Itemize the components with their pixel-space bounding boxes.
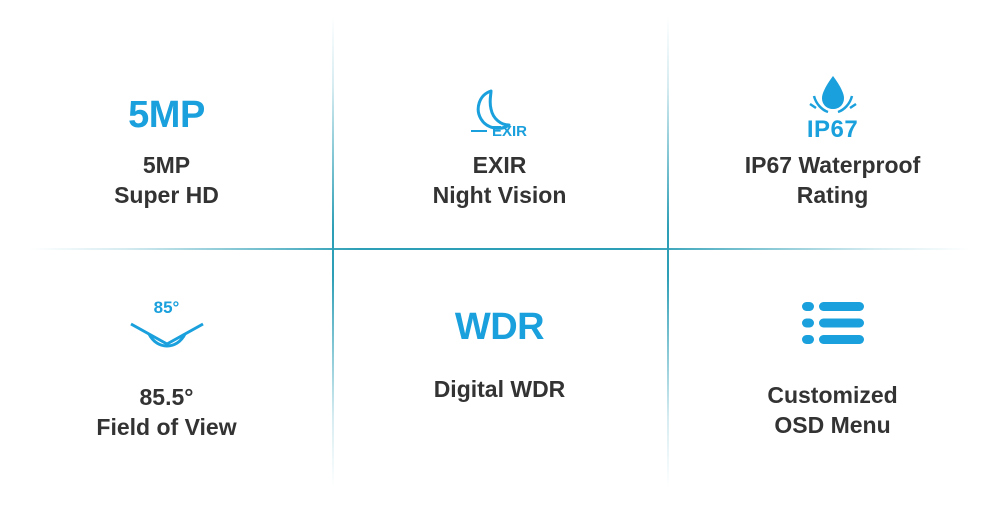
moon-icon: EXIR (470, 89, 527, 140)
feature-5mp-line2: Super HD (114, 182, 219, 208)
feature-osd-line2: OSD Menu (774, 412, 891, 438)
feature-wdr: WDR Digital WDR (333, 292, 666, 404)
angle-85-icon: 85° (127, 290, 207, 360)
list-icon (801, 302, 864, 344)
feature-5mp: 5MP 5MP Super HD (0, 80, 333, 210)
exir-icon-text: EXIR (492, 123, 527, 140)
feature-osd-line1: Customized (767, 382, 898, 408)
vertical-divider-right (667, 16, 669, 488)
5mp-text-icon: 5MP (128, 80, 205, 150)
feature-fov-line1: 85.5° (139, 384, 194, 410)
5mp-icon-text: 5MP (128, 93, 205, 136)
wdr-icon-text: WDR (454, 305, 545, 348)
horizontal-divider (30, 248, 970, 250)
ip67-icon-text: IP67 (806, 116, 859, 143)
menu-list-icon (800, 290, 866, 356)
wdr-text-icon: WDR (454, 292, 545, 362)
water-drop-icon: IP67 (807, 68, 858, 150)
feature-ip67-line2: Rating (796, 182, 869, 208)
angle-arc-icon (129, 322, 204, 348)
feature-fov: 85° 85.5° Field of View (0, 290, 333, 442)
feature-osd: Customized OSD Menu (666, 290, 999, 440)
feature-ip67: IP67 IP67 Waterproof Rating (666, 68, 999, 210)
angle-icon-text: 85° (153, 298, 180, 317)
feature-ip67-line1: IP67 Waterproof (744, 152, 921, 178)
drop-icon (808, 76, 857, 114)
feature-wdr-line1: Digital WDR (433, 376, 566, 402)
moon-exir-icon: EXIR (465, 80, 535, 150)
feature-5mp-line1: 5MP (142, 152, 191, 178)
feature-exir: EXIR EXIR Night Vision (333, 80, 666, 210)
feature-fov-line2: Field of View (96, 414, 237, 440)
feature-exir-line1: EXIR (472, 152, 527, 178)
feature-exir-line2: Night Vision (432, 182, 567, 208)
vertical-divider-left (332, 16, 334, 488)
